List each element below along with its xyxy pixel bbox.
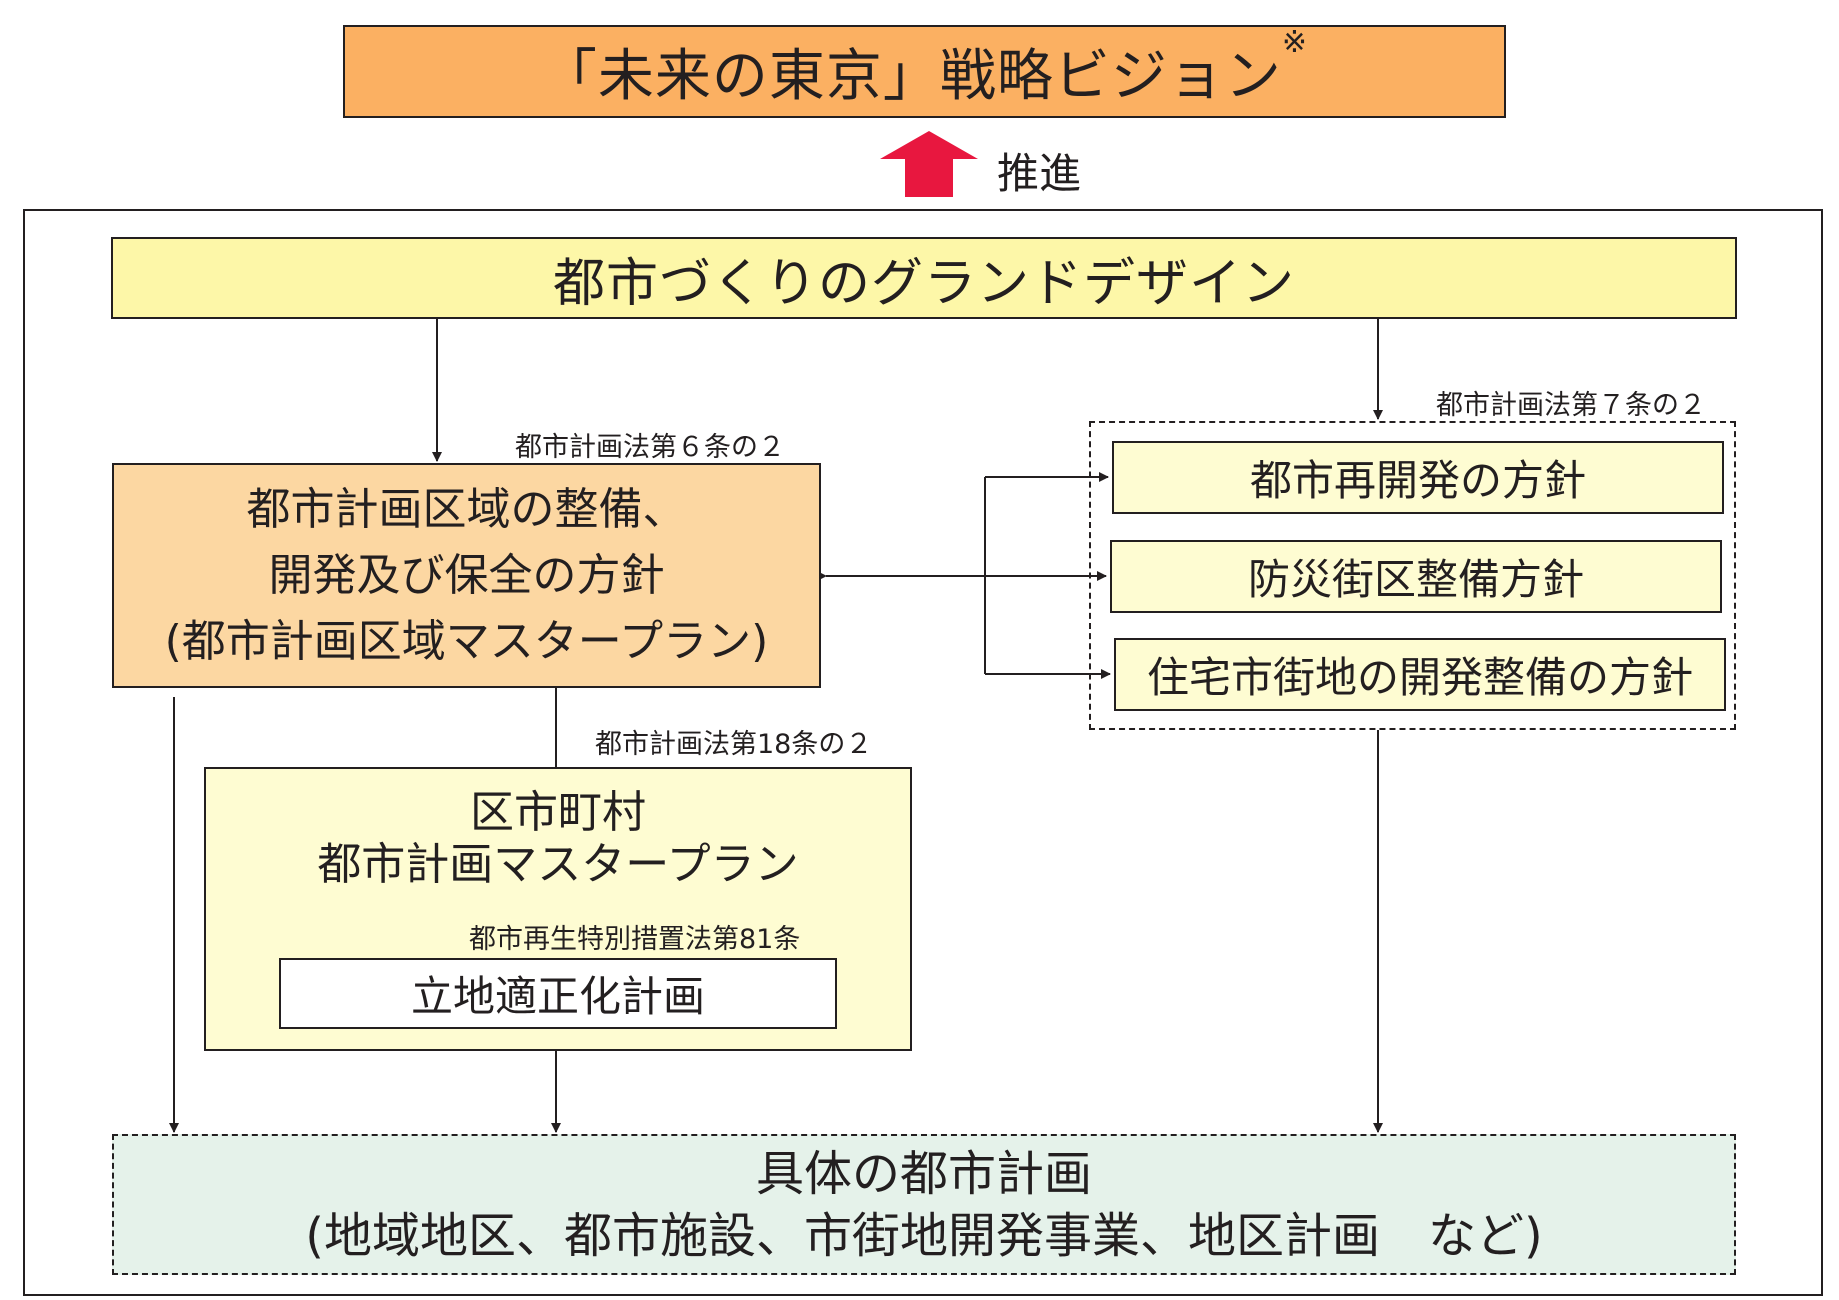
policy-redevelopment-box: 都市再開発の方針 [1112,441,1724,514]
location-plan-box: 立地適正化計画 [279,958,837,1029]
policy-disaster-prevention-box: 防災街区整備方針 [1110,540,1722,613]
law-7-2-label: 都市計画法第７条の２ [1436,390,1706,421]
law-6-2-label: 都市計画法第６条の２ [515,432,785,463]
concrete-line-1: 具体の都市計画 [755,1145,1092,1202]
vision-note-mark: ※ [1281,25,1309,60]
policies-group [1089,421,1736,730]
vision-box: 「未来の東京」戦略ビジョン※ [343,25,1506,118]
area-master-line-3: (都市計画区域マスタープラン) [164,615,769,667]
concrete-plan-box: 具体の都市計画 (地域地区、都市施設、市街地開発事業、地区計画 など) [112,1134,1736,1275]
policy-label: 防災街区整備方針 [1247,555,1584,604]
law-18-2-label: 都市計画法第18条の２ [595,729,873,760]
vision-title: 「未来の東京」戦略ビジョン [540,44,1282,109]
city-master-line-2: 都市計画マスタープラン [317,839,799,890]
law-81-label: 都市再生特別措置法第81条 [469,924,801,955]
grand-design-box: 都市づくりのグランドデザイン [111,237,1737,319]
policy-label: 住宅市街地の開発整備の方針 [1146,653,1693,702]
location-plan-label: 立地適正化計画 [410,972,705,1021]
policy-housing-box: 住宅市街地の開発整備の方針 [1114,638,1726,711]
area-master-line-2: 開発及び保全の方針 [268,549,665,601]
city-master-title: 区市町村 都市計画マスタープラン [204,787,912,891]
concrete-line-2: (地域地区、都市施設、市街地開発事業、地区計画 など) [305,1207,1543,1264]
push-arrow-icon [880,131,978,197]
push-label: 推進 [997,149,1082,198]
city-master-line-1: 区市町村 [470,787,646,838]
policy-label: 都市再開発の方針 [1249,456,1586,505]
area-master-plan-box: 都市計画区域の整備、 開発及び保全の方針 (都市計画区域マスタープラン) [112,463,821,688]
area-master-line-1: 都市計画区域の整備、 [246,483,687,535]
grand-design-title: 都市づくりのグランドデザイン [552,253,1295,314]
outer-frame [23,209,1823,1296]
